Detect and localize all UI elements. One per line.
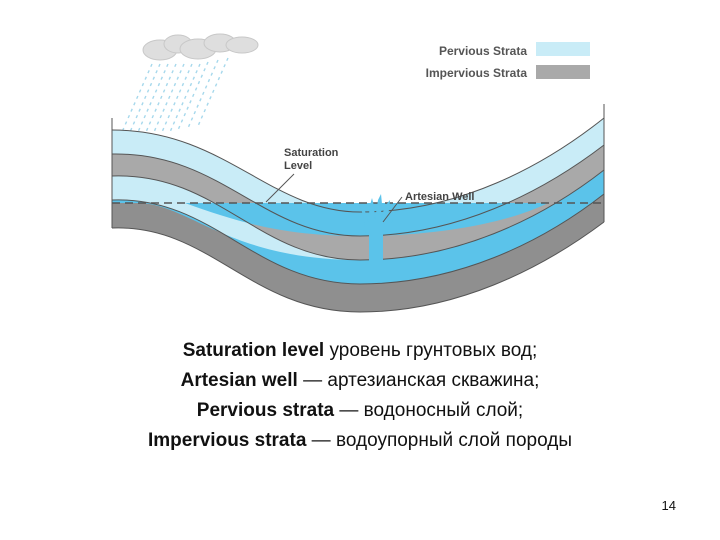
artesian-well-pointer [382, 196, 403, 223]
saturation-level-pointer [265, 173, 295, 203]
page-number: 14 [661, 498, 676, 513]
caption-term: Pervious strata [196, 400, 335, 421]
artesian-well-diagram: Pervious Strata Impervious Strata [111, 33, 605, 313]
legend-swatch-pervious [536, 42, 590, 56]
caption-separator: — [306, 430, 336, 451]
legend-swatch-impervious [536, 65, 590, 79]
caption-definition: водоносный слой; [363, 400, 524, 421]
caption-line: Saturation level уровень грунтовых вод; [0, 336, 720, 366]
caption-line: Impervious strata — водоупорный слой пор… [0, 426, 720, 456]
caption-definition: артезианская скважина; [327, 370, 540, 391]
saturation-level-callout-line2: Level [284, 160, 312, 172]
strata-cross-section [111, 104, 605, 313]
cloud-icon [142, 33, 259, 61]
stratum-boundary [111, 193, 605, 285]
stratum-boundary [111, 117, 605, 213]
stratum-boundary [111, 169, 605, 261]
artesian-well-icon [360, 194, 396, 276]
caption-line: Pervious strata — водоносный слой; [0, 396, 720, 426]
caption-term: Saturation level [182, 340, 325, 361]
caption-line: Artesian well — артезианская скважина; [0, 366, 720, 396]
impervious-stratum-lower [112, 194, 604, 312]
impervious-stratum-upper [112, 145, 604, 260]
caption-definition: водоупорный слой породы [335, 430, 572, 451]
caption-definition: уровень грунтовых вод; [329, 340, 538, 361]
stratum-boundary [111, 221, 605, 313]
caption-term: Artesian well [180, 370, 298, 391]
stratum-boundary [111, 144, 605, 237]
legend-label-pervious: Pervious Strata [439, 44, 527, 58]
artesian-well-callout: Artesian Well [405, 191, 475, 203]
legend: Pervious Strata Impervious Strata [426, 42, 590, 80]
saturation-level-callout-line1: Saturation [284, 147, 339, 159]
caption-term: Impervious strata [148, 430, 307, 451]
caption: Saturation level уровень грунтовых вод; … [0, 336, 720, 456]
caption-separator: — [297, 370, 328, 391]
groundwater-aquifer [112, 170, 604, 284]
rain-icon [121, 57, 229, 133]
legend-label-impervious: Impervious Strata [426, 66, 528, 80]
caption-separator: — [334, 400, 364, 421]
